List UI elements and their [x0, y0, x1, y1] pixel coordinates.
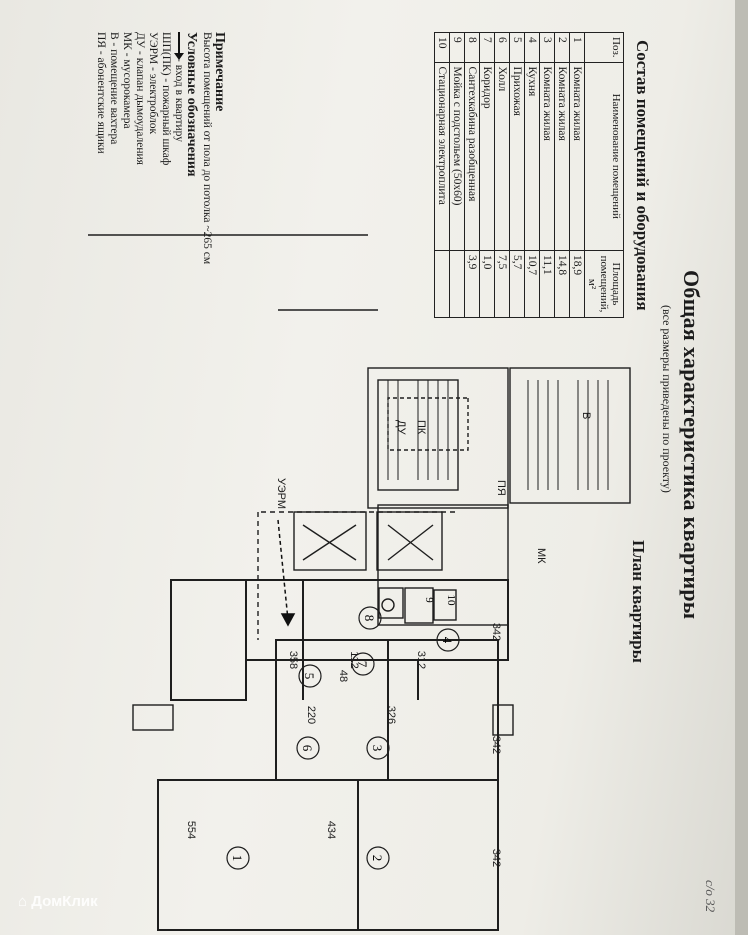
room-number-9: 9: [423, 597, 435, 603]
room-number-1: 1: [230, 855, 245, 862]
dim-342-room3: 342: [490, 736, 502, 754]
balcony-stub: [132, 704, 174, 731]
window-3: [492, 704, 514, 736]
lobby-dash: [387, 397, 469, 451]
label-pya: ПЯ: [495, 480, 507, 496]
sink: [378, 587, 404, 619]
page-edge: [735, 0, 748, 935]
stair-treads: [387, 380, 609, 490]
entrance-arrow-icon: [277, 519, 296, 627]
dim-554: 554: [185, 821, 197, 839]
stove: [433, 589, 457, 621]
stair-flight: [377, 379, 459, 491]
mk-room: [377, 504, 509, 626]
dim-220: 220: [305, 706, 317, 724]
dim-434: 434: [325, 821, 337, 839]
label-mk: МК: [535, 548, 547, 564]
room-number-3: 3: [370, 745, 385, 752]
dim-48: 48: [337, 670, 349, 682]
house-icon: ⌂: [18, 893, 28, 910]
room-number-markers: [226, 606, 460, 870]
toilet: [381, 598, 395, 612]
dim-342-room2: 342: [490, 849, 502, 867]
room-number-8: 8: [362, 615, 377, 622]
label-pk: ПК: [415, 420, 427, 435]
label-uerm: УЭРМ: [275, 478, 287, 509]
room-1-wall: [157, 779, 359, 931]
stair-core: [367, 367, 509, 509]
room-number-5: 5: [302, 673, 317, 680]
room-number-2: 2: [370, 855, 385, 862]
lift-shaft-2: [293, 511, 367, 571]
room-number-6: 6: [300, 745, 315, 752]
bathtub: [404, 587, 434, 624]
dim-312: 312: [415, 651, 427, 669]
domclick-watermark: ⌂ ДомКлик: [18, 893, 98, 910]
dim-326: 326: [385, 706, 397, 724]
room-number-10: 10: [445, 595, 457, 607]
label-v: В: [580, 412, 592, 419]
room-number-4: 4: [440, 637, 455, 644]
dim-358: 358: [287, 651, 299, 669]
stairwell-block: [509, 367, 631, 504]
bath-wall: [170, 579, 247, 701]
label-du: ДУ: [395, 420, 407, 436]
room-number-7: 7: [355, 661, 370, 668]
dim-112: 112: [348, 651, 360, 669]
dim-342-kitchen: 342: [490, 623, 502, 641]
